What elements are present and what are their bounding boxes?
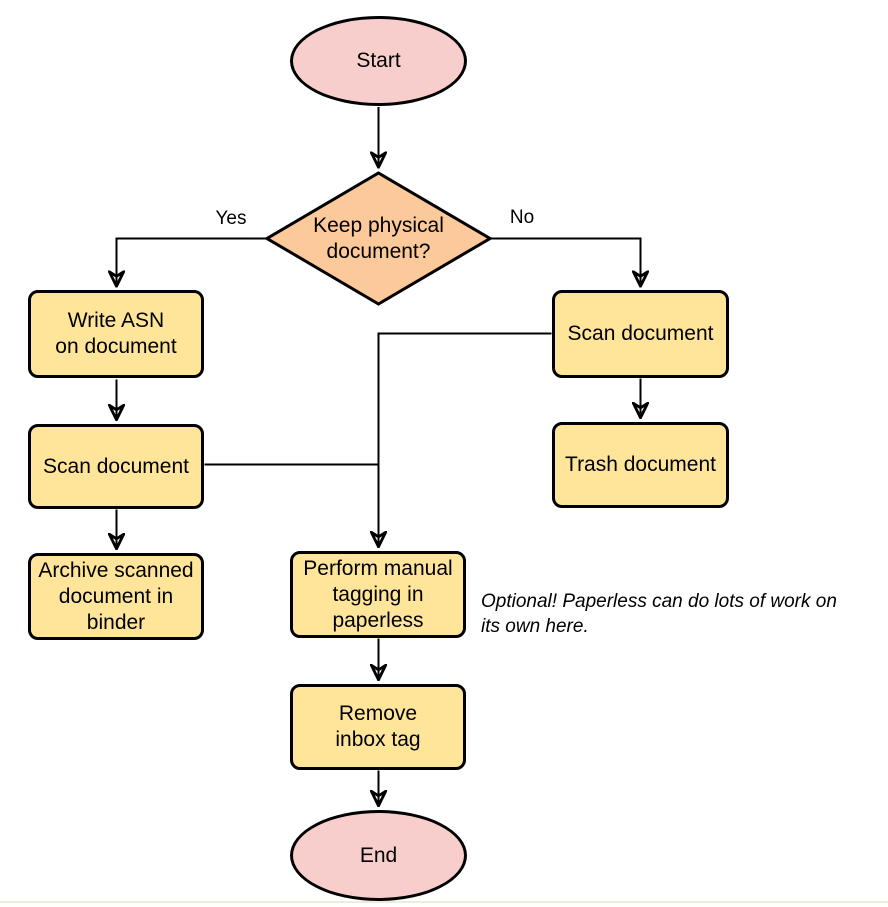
start-node: Start <box>290 16 467 106</box>
trash-document-node: Trash document <box>552 422 729 508</box>
no-edge-label: No <box>509 207 535 228</box>
decision-diamond-shape <box>265 171 492 306</box>
edge-scan-right-to-perform-tagging <box>379 332 552 547</box>
scan-document-right-node: Scan document <box>552 290 729 378</box>
end-label: End <box>359 843 398 867</box>
archive-node: Archive scanned document in binder <box>28 553 204 640</box>
remove-inbox-tag-node: Remove inbox tag <box>290 684 466 770</box>
remove-inbox-tag-label: Remove inbox tag <box>335 702 421 751</box>
write-asn-node: Write ASN on document <box>28 290 204 378</box>
write-asn-label: Write ASN on document <box>55 309 177 358</box>
edge-decision-yes-to-write-asn <box>117 237 266 287</box>
page-edge-line <box>0 901 888 903</box>
yes-edge-label: Yes <box>215 208 247 229</box>
start-label: Start <box>356 49 401 72</box>
perform-tagging-label: Perform manual tagging in paperless <box>303 556 453 632</box>
decision-label: Keep physical document? <box>313 213 444 263</box>
trash-document-label: Trash document <box>565 453 716 476</box>
edge-decision-no-to-scan-right <box>490 237 641 287</box>
scan-document-right-label: Scan document <box>567 322 714 345</box>
archive-label: Archive scanned document in binder <box>38 558 194 634</box>
optional-annotation: Optional! Paperless can do lots of work … <box>481 591 837 637</box>
perform-tagging-node: Perform manual tagging in paperless <box>290 551 466 638</box>
end-node: End <box>290 810 467 901</box>
decision-node: Keep physical document? <box>265 171 492 306</box>
scan-document-left-node: Scan document <box>28 424 204 509</box>
scan-document-left-label: Scan document <box>43 454 189 478</box>
